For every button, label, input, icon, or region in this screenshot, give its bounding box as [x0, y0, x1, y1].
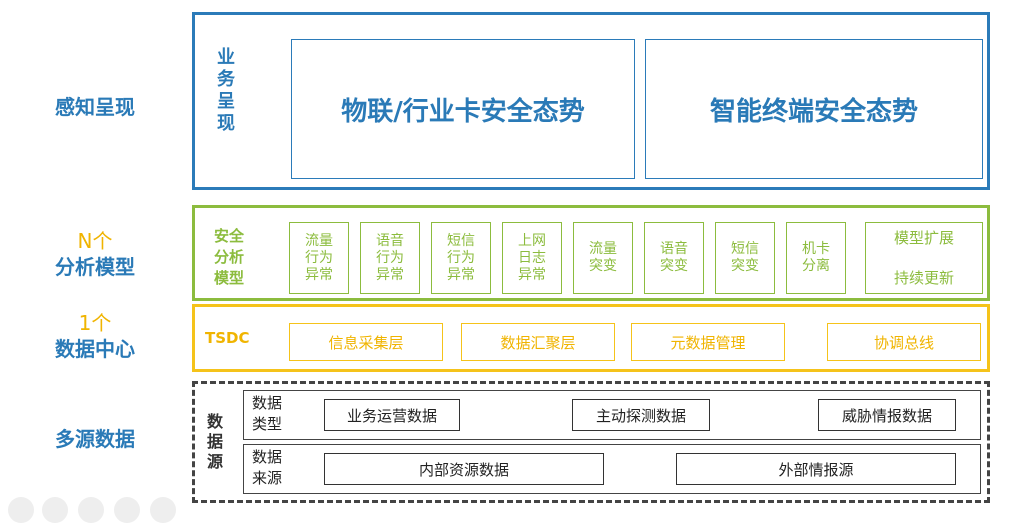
model-voice-behavior: 语音 行为 异常 — [360, 222, 420, 294]
layer-business-presentation: 业 务 呈 现 物联/行业卡安全态势 智能终端安全态势 — [192, 12, 990, 190]
coordination-bus: 协调总线 — [827, 323, 981, 361]
layer1-label: 业 务 呈 现 — [217, 47, 235, 134]
active-probe-data: 主动探测数据 — [572, 399, 710, 431]
model-label: 短信 突变 — [731, 241, 759, 274]
tsdc-label: TSDC — [205, 329, 250, 347]
layer-tsdc: TSDC 信息采集层 数据汇聚层 元数据管理 协调总线 — [192, 304, 990, 372]
metadata-management: 元数据管理 — [631, 323, 785, 361]
label-models-count: N个 — [77, 229, 113, 253]
model-label: 流量 行为 异常 — [305, 232, 333, 283]
deco-circle — [150, 497, 176, 523]
model-label: 流量 突变 — [589, 241, 617, 274]
business-ops-data: 业务运营数据 — [324, 399, 460, 431]
model-traffic-behavior: 流量 行为 异常 — [289, 222, 349, 294]
deco-circle — [78, 497, 104, 523]
info-collection-layer: 信息采集层 — [289, 323, 443, 361]
model-sms-spike: 短信 突变 — [715, 222, 775, 294]
model-label: 上网 日志 异常 — [518, 232, 546, 283]
layer4-label: 数 据 源 — [206, 412, 223, 471]
model-label: 语音 行为 异常 — [376, 232, 404, 283]
data-source-row: 数据 来源 内部资源数据 外部情报源 — [243, 444, 981, 494]
data-type-label: 数据 类型 — [252, 394, 283, 433]
layer2-label: 安全 分析 模型 — [213, 227, 244, 287]
model-voice-spike: 语音 突变 — [644, 222, 704, 294]
model-label: 短信 行为 异常 — [447, 232, 475, 283]
layer-analysis-models: 安全 分析 模型 流量 行为 异常 语音 行为 异常 短信 行为 异常 上网 日… — [192, 205, 990, 301]
label-center: 数据中心 — [55, 337, 135, 361]
model-sms-behavior: 短信 行为 异常 — [431, 222, 491, 294]
threat-intel-data: 威胁情报数据 — [818, 399, 956, 431]
data-type-row: 数据 类型 业务运营数据 主动探测数据 威胁情报数据 — [243, 390, 981, 440]
iot-security-box: 物联/行业卡安全态势 — [291, 39, 635, 179]
label-center-count: 1个 — [78, 311, 112, 335]
deco-circle — [8, 497, 34, 523]
label-multi-source: 多源数据 — [55, 427, 135, 451]
deco-circle — [42, 497, 68, 523]
model-label: 模型扩展 持续更新 — [893, 229, 954, 287]
label-models-group: N个 分析模型 — [0, 228, 190, 280]
internal-resource-data: 内部资源数据 — [324, 453, 604, 485]
model-sim-separation: 机卡 分离 — [786, 222, 846, 294]
model-traffic-spike: 流量 突变 — [573, 222, 633, 294]
deco-circle — [114, 497, 140, 523]
model-label: 语音 突变 — [660, 241, 688, 274]
model-label: 机卡 分离 — [802, 241, 830, 274]
data-source-label: 数据 来源 — [252, 448, 283, 487]
model-extension: 模型扩展 持续更新 — [865, 222, 983, 294]
terminal-security-box: 智能终端安全态势 — [645, 39, 983, 179]
external-intel-source: 外部情报源 — [676, 453, 956, 485]
data-aggregation-layer: 数据汇聚层 — [461, 323, 615, 361]
model-web-log: 上网 日志 异常 — [502, 222, 562, 294]
label-perception: 感知呈现 — [55, 95, 135, 119]
label-models: 分析模型 — [55, 255, 135, 279]
layer-data-sources: 数 据 源 数据 类型 业务运营数据 主动探测数据 威胁情报数据 数据 来源 内… — [192, 381, 990, 503]
label-center-group: 1个 数据中心 — [0, 310, 190, 362]
